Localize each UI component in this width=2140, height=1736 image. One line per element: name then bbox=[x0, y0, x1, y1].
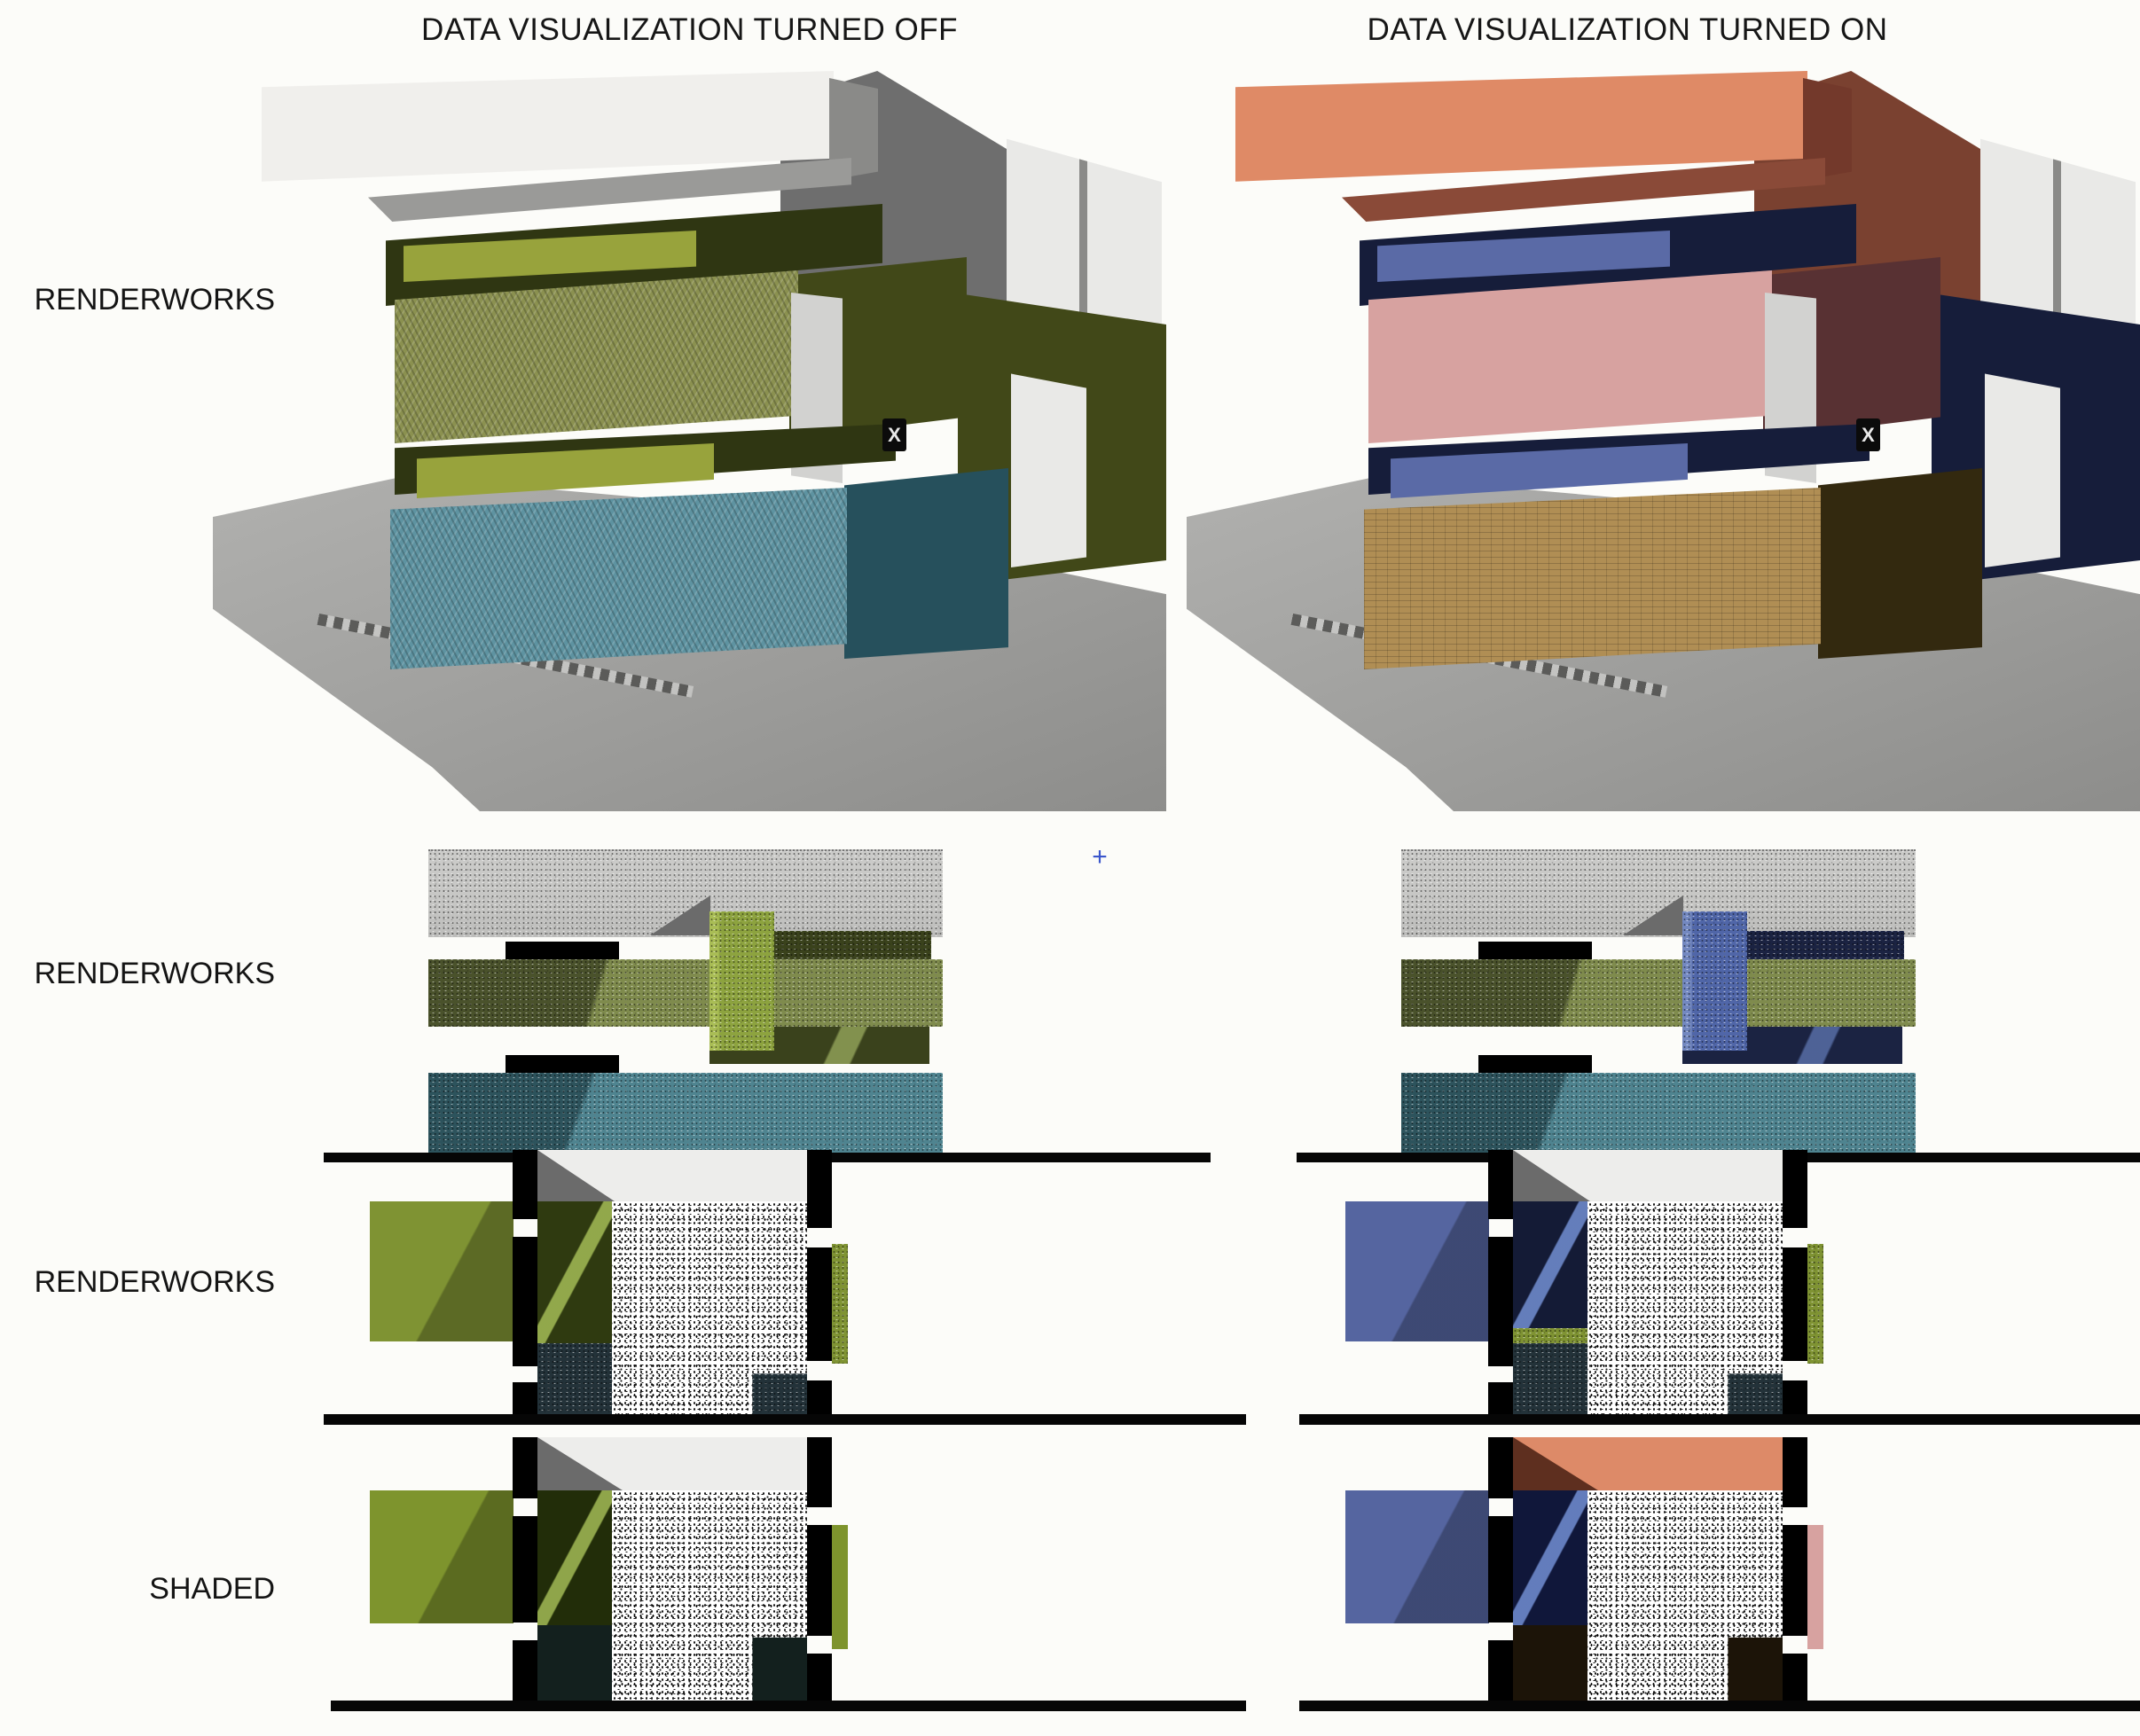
section-renderworks-on bbox=[1299, 1146, 2140, 1439]
tower-lower-panel bbox=[1985, 373, 2060, 567]
facade-band-base bbox=[1401, 1073, 1916, 1153]
stair-tower bbox=[709, 911, 774, 1051]
wall-left-seg bbox=[1488, 1150, 1513, 1219]
render-3d-on: X bbox=[1187, 71, 2140, 811]
dark-band-lower bbox=[1682, 1027, 1902, 1064]
right-sliver bbox=[832, 1244, 848, 1364]
outer-panel bbox=[1345, 1490, 1489, 1623]
wall-right-seg bbox=[807, 1247, 832, 1361]
wall-left-seg bbox=[1488, 1237, 1513, 1366]
poche-stipple bbox=[1587, 1201, 1783, 1414]
inner-dark-panel bbox=[537, 1490, 617, 1625]
inner-dark-panel bbox=[1513, 1490, 1593, 1625]
window-band-dark-upper bbox=[506, 942, 619, 959]
row-label-shaded: SHADED bbox=[149, 1572, 275, 1606]
bottom-bar-front bbox=[390, 488, 847, 669]
inner-olive-sliver bbox=[1513, 1328, 1593, 1344]
tower-lower-panel bbox=[1011, 373, 1086, 567]
ground-line bbox=[331, 1701, 1246, 1711]
wall-right-seg bbox=[807, 1437, 832, 1507]
wall-right-seg bbox=[807, 1380, 832, 1418]
window-x-marker: X bbox=[882, 418, 906, 451]
bottom-bar-side bbox=[844, 468, 1008, 659]
row-label-renderworks-2: RENDERWORKS bbox=[34, 957, 275, 990]
window-band-dark-lower bbox=[1478, 1055, 1592, 1073]
right-sliver bbox=[832, 1525, 848, 1649]
right-sliver bbox=[1807, 1525, 1823, 1649]
row-label-renderworks-3: RENDERWORKS bbox=[34, 1265, 275, 1299]
wall-left-seg bbox=[513, 1437, 537, 1498]
facade-band-main bbox=[428, 959, 943, 1027]
wall-left-seg bbox=[513, 1150, 537, 1219]
wall-right-seg bbox=[807, 1150, 832, 1228]
outer-panel bbox=[370, 1201, 513, 1341]
bottom-bar-side bbox=[1818, 468, 1982, 659]
facade-band-base bbox=[428, 1073, 943, 1153]
ground-line bbox=[324, 1414, 1246, 1425]
wall-right-seg bbox=[1783, 1150, 1807, 1228]
column-title-on: DATA VISUALIZATION TURNED ON bbox=[1367, 12, 1888, 47]
wall-right-seg bbox=[1783, 1525, 1807, 1636]
elevation-on bbox=[1297, 844, 2140, 1165]
section-shaded-on bbox=[1299, 1432, 2140, 1724]
wall-right-seg bbox=[807, 1654, 832, 1701]
wall-right-seg bbox=[1783, 1247, 1807, 1361]
wall-left-seg bbox=[1488, 1640, 1513, 1701]
main-bar-front bbox=[1368, 270, 1772, 443]
wall-right-seg bbox=[1783, 1380, 1807, 1418]
wall-left-seg bbox=[513, 1516, 537, 1623]
right-sliver bbox=[1807, 1244, 1823, 1364]
window-x-marker: X bbox=[1856, 418, 1880, 451]
wall-right-seg bbox=[1783, 1654, 1807, 1701]
elevation-off bbox=[324, 844, 1211, 1165]
facade-band-main bbox=[1401, 959, 1916, 1027]
inner-dark-panel bbox=[1513, 1201, 1593, 1343]
section-renderworks-off bbox=[324, 1146, 1246, 1439]
inner-dark-panel bbox=[537, 1201, 617, 1343]
window-band-dark-upper bbox=[1478, 942, 1592, 959]
outer-panel bbox=[1345, 1201, 1489, 1341]
ground-line bbox=[1299, 1414, 2140, 1425]
stair-tower bbox=[1682, 911, 1747, 1051]
wall-right-seg bbox=[807, 1525, 832, 1636]
wall-left-seg bbox=[513, 1382, 537, 1418]
section-shaded-off bbox=[324, 1432, 1246, 1724]
outer-panel bbox=[370, 1490, 513, 1623]
window-band-dark-lower bbox=[506, 1055, 619, 1073]
row-label-renderworks-1: RENDERWORKS bbox=[34, 283, 275, 317]
wall-left-seg bbox=[1488, 1382, 1513, 1418]
bottom-bar-front bbox=[1364, 488, 1821, 669]
column-title-off: DATA VISUALIZATION TURNED OFF bbox=[420, 12, 959, 47]
ground-line bbox=[1299, 1701, 2140, 1711]
wall-left-seg bbox=[513, 1237, 537, 1366]
render-3d-off: X bbox=[213, 71, 1166, 811]
wall-left-seg bbox=[1488, 1516, 1513, 1623]
wall-right-seg bbox=[1783, 1437, 1807, 1507]
wall-left-seg bbox=[1488, 1437, 1513, 1498]
crosshair-cursor-icon: + bbox=[1092, 842, 1108, 872]
wall-left-seg bbox=[513, 1640, 537, 1701]
main-bar-front bbox=[395, 270, 798, 443]
